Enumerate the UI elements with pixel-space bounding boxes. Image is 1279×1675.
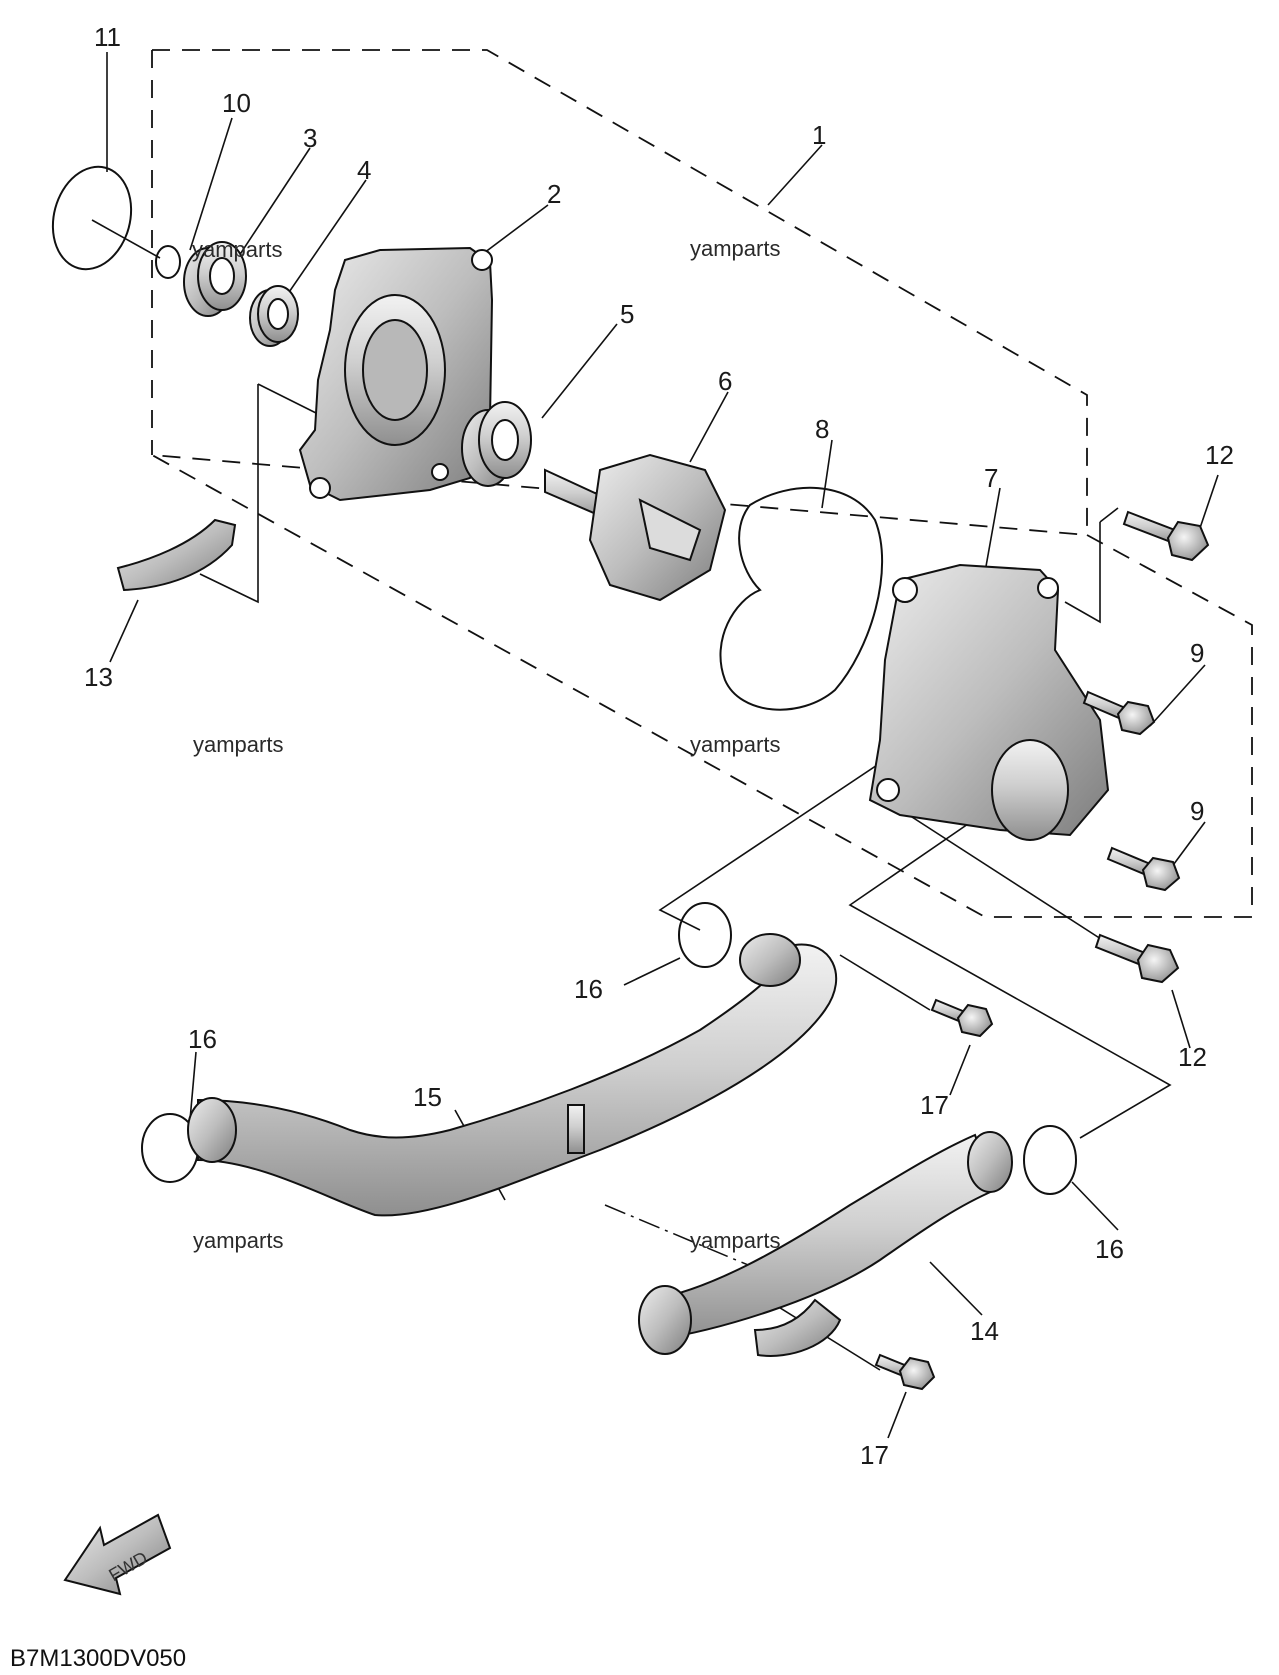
- callout-14: 14: [970, 1316, 999, 1346]
- gasket-8[interactable]: [719, 486, 884, 711]
- bolt-12-lower[interactable]: [1094, 933, 1180, 984]
- leader-lines: [91, 52, 1219, 1439]
- callout-labels: 11 10 3 4 2 1 5 6 8 12 7 9 9 13 16 16 12…: [84, 22, 1234, 1470]
- bolt-17-upper[interactable]: [930, 998, 994, 1038]
- impeller-6[interactable]: [544, 453, 727, 602]
- o-ring-11[interactable]: [42, 158, 142, 278]
- pipe-15[interactable]: [187, 933, 838, 1217]
- watermarks: yamparts yamparts yamparts yamparts yamp…: [192, 236, 780, 1253]
- callout-6: 6: [718, 366, 732, 396]
- callout-16-left: 16: [188, 1024, 217, 1054]
- o-ring-16-upper[interactable]: [678, 902, 732, 968]
- callout-12-lower: 12: [1178, 1042, 1207, 1072]
- bearing-3[interactable]: [183, 241, 247, 317]
- callout-9-upper: 9: [1190, 638, 1204, 668]
- pump-cover-7[interactable]: [868, 563, 1110, 841]
- bolt-17-lower[interactable]: [874, 1353, 936, 1391]
- bolt-9-lower[interactable]: [1106, 846, 1181, 892]
- bearing-5[interactable]: [461, 401, 532, 487]
- callout-4: 4: [357, 155, 371, 185]
- plate-13[interactable]: [116, 518, 237, 592]
- callout-12-upper: 12: [1205, 440, 1234, 470]
- watermark-2: yamparts: [690, 236, 780, 261]
- callout-3: 3: [303, 123, 317, 153]
- callout-2: 2: [547, 179, 561, 209]
- watermark-6: yamparts: [690, 1228, 780, 1253]
- callout-7: 7: [984, 463, 998, 493]
- callout-8: 8: [815, 414, 829, 444]
- callout-9-lower: 9: [1190, 796, 1204, 826]
- diagram-code: B7M1300DV050: [10, 1645, 186, 1672]
- callout-16-right: 16: [1095, 1234, 1124, 1264]
- pipe-14[interactable]: [638, 1131, 1013, 1357]
- bolt-12-upper[interactable]: [1122, 510, 1210, 562]
- callout-15: 15: [413, 1082, 442, 1112]
- callout-1: 1: [812, 120, 826, 150]
- watermark-1: yamparts: [192, 237, 282, 262]
- bolt-9-upper[interactable]: [1082, 690, 1156, 736]
- circlip-10[interactable]: [155, 245, 181, 279]
- watermark-5: yamparts: [193, 1228, 283, 1253]
- o-ring-16-right[interactable]: [1023, 1125, 1077, 1195]
- callout-16-upper: 16: [574, 974, 603, 1004]
- oil-seal-4[interactable]: [249, 285, 299, 347]
- watermark-4: yamparts: [690, 732, 780, 757]
- callout-5: 5: [620, 299, 634, 329]
- watermark-3: yamparts: [193, 732, 283, 757]
- fwd-arrow-icon: FWD: [63, 1513, 172, 1596]
- assembly-outline: [151, 49, 1253, 918]
- callout-10: 10: [222, 88, 251, 118]
- callout-17-upper: 17: [920, 1090, 949, 1120]
- callout-13: 13: [84, 662, 113, 692]
- callout-11: 11: [94, 22, 121, 52]
- callout-17-lower: 17: [860, 1440, 889, 1470]
- pump-body-2[interactable]: [298, 246, 494, 502]
